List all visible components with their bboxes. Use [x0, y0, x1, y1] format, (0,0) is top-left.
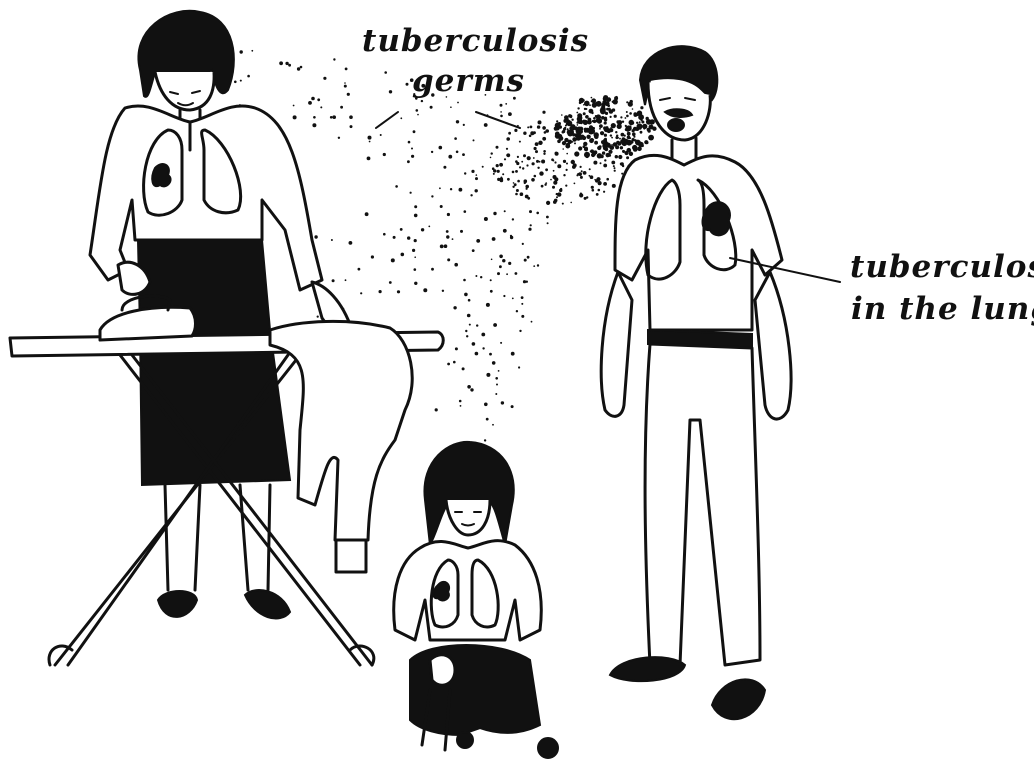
germs-pointer-right — [476, 112, 520, 128]
germs-pointer-left — [376, 112, 398, 128]
germs-label-line-1: tuberculosis — [362, 24, 589, 58]
woman-skirt — [138, 240, 290, 485]
woman-infection — [152, 164, 170, 186]
iron — [100, 307, 196, 340]
germs-label-line-2: germs — [412, 64, 525, 98]
man-trousers — [645, 344, 760, 665]
child-body — [394, 541, 542, 640]
child-figure — [394, 442, 558, 758]
man-figure — [601, 46, 791, 719]
germ-spray — [218, 50, 657, 449]
lung-label-line-1: tuberculosis — [850, 250, 1034, 284]
shirt-on-board — [270, 321, 412, 572]
lung-label-line-2: in the lung — [851, 292, 1034, 326]
